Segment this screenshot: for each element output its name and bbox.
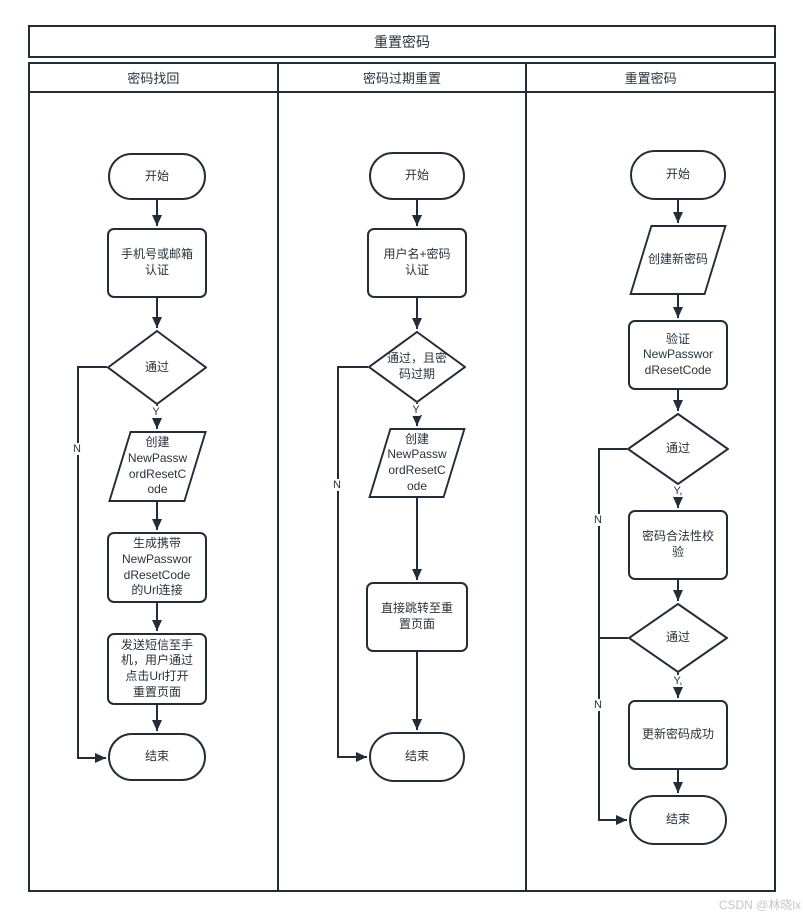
flow1-create-code-label: 创建 NewPassw ordResetC ode xyxy=(127,435,188,497)
flow3-verify-code-label: 验证 NewPasswor dResetCode xyxy=(642,331,714,377)
flow2-jump-reset-label: 直接跳转至重 置页面 xyxy=(380,601,453,631)
flow3-pass-decision-2-label: 通过 xyxy=(665,630,690,645)
pool-title-bar: 重置密码 xyxy=(28,25,776,58)
lane-header-reset-password: 重置密码 xyxy=(527,64,775,93)
flow1-send-sms: 发送短信至手 机，用户通过 点击Url打开 重置页面 xyxy=(107,633,207,705)
flow3-verify-code: 验证 NewPasswor dResetCode xyxy=(628,320,728,390)
flow2-create-code: 创建 NewPassw ordResetC ode xyxy=(366,428,468,498)
flow1-generate-url: 生成携带 NewPasswor dResetCode 的Url连接 xyxy=(107,532,207,603)
flow3-start-label: 开始 xyxy=(665,167,690,182)
lane-header-label: 重置密码 xyxy=(624,71,677,86)
flow3-end: 结束 xyxy=(629,795,727,845)
flow3-update-success-label: 更新密码成功 xyxy=(641,727,714,742)
flow1-pass-decision-label: 通过 xyxy=(144,359,169,374)
lane-password-recovery: 密码找回 xyxy=(30,64,277,890)
flow2-create-code-label: 创建 NewPassw ordResetC ode xyxy=(387,431,447,493)
flow2-jump-reset: 直接跳转至重 置页面 xyxy=(366,582,468,652)
flow1-start-label: 开始 xyxy=(144,168,169,183)
flow1-send-sms-label: 发送短信至手 机，用户通过 点击Url打开 重置页面 xyxy=(120,637,193,699)
flow2-end-label: 结束 xyxy=(404,749,429,764)
flow2-auth-label: 用户名+密码 认证 xyxy=(383,247,451,277)
flow3-new-password: 创建新密码 xyxy=(627,225,729,295)
flow3-pass-decision-2-shape xyxy=(628,603,728,673)
flow3-update-success: 更新密码成功 xyxy=(628,700,728,770)
lane-password-expiry-reset: 密码过期重置 xyxy=(276,64,526,890)
flow3-end-label: 结束 xyxy=(665,812,690,827)
flow3-validate-password: 密码合法性校 验 xyxy=(628,510,728,580)
flow3-pass-decision-1: 通过 xyxy=(627,413,729,485)
flow1-generate-url-label: 生成携带 NewPasswor dResetCode 的Url连接 xyxy=(121,536,193,598)
lane-header-password-expiry-reset: 密码过期重置 xyxy=(278,64,526,93)
lane-header-label: 密码找回 xyxy=(127,71,180,86)
flow1-create-code: 创建 NewPassw ordResetC ode xyxy=(106,431,209,502)
flow2-auth: 用户名+密码 认证 xyxy=(367,228,467,298)
flow2-expired-decision-shape xyxy=(368,331,466,403)
lane-header-password-recovery: 密码找回 xyxy=(30,64,277,93)
flow2-expired-decision: 通过，且密 码过期 xyxy=(368,331,466,403)
lane-reset-password: 重置密码 xyxy=(525,64,775,890)
flow1-end-label: 结束 xyxy=(144,749,169,764)
flow1-pass-decision: 通过 xyxy=(107,330,207,405)
csdn-watermark: CSDN @林晓lx xyxy=(718,898,801,912)
flow1-auth: 手机号或邮箱 认证 xyxy=(107,228,207,298)
flow3-pass-decision-1-shape xyxy=(627,413,729,485)
flow1-pass-decision-shape xyxy=(107,330,207,405)
flow2-start-label: 开始 xyxy=(404,168,429,183)
flow2-end: 结束 xyxy=(369,732,465,782)
flow2-start: 开始 xyxy=(369,152,465,200)
flow3-validate-password-label: 密码合法性校 验 xyxy=(641,529,714,559)
flow2-expired-decision-label: 通过，且密 码过期 xyxy=(386,351,447,381)
lane-header-label: 密码过期重置 xyxy=(363,71,442,86)
flow1-end: 结束 xyxy=(108,733,206,781)
flow1-auth-label: 手机号或邮箱 认证 xyxy=(120,247,193,277)
flow3-pass-decision-1-label: 通过 xyxy=(665,441,690,456)
flow1-start: 开始 xyxy=(108,153,206,200)
flow3-pass-decision-2: 通过 xyxy=(628,603,728,673)
flow3-start: 开始 xyxy=(630,150,726,200)
flow3-new-password-label: 创建新密码 xyxy=(647,252,708,267)
pool-title: 重置密码 xyxy=(374,33,430,50)
